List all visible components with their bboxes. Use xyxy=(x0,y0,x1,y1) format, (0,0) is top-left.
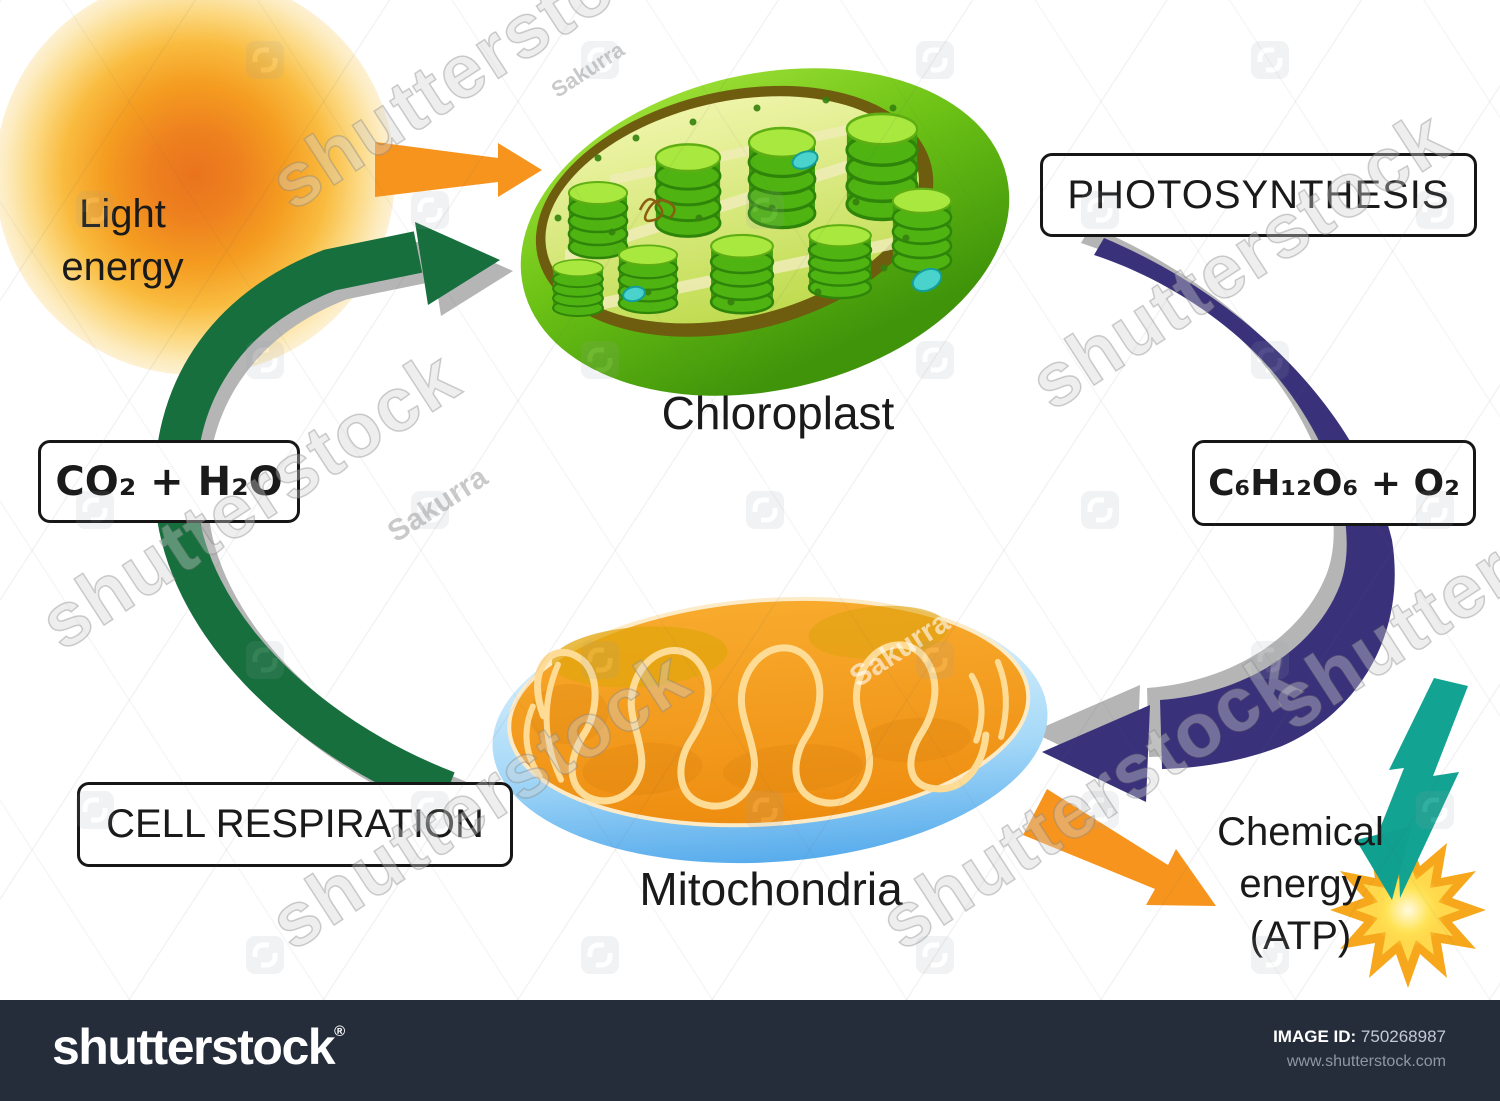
co2-h2o-formula: CO₂ + H₂O xyxy=(55,458,283,505)
light-energy-label: Light energy xyxy=(61,192,184,289)
image-meta: IMAGE ID: 750268987 www.shutterstock.com xyxy=(1273,1026,1446,1072)
chloroplast-label: Chloroplast xyxy=(661,387,895,439)
image-id-value: 750268987 xyxy=(1360,1027,1446,1046)
mitochondria-label: Mitochondria xyxy=(639,863,903,915)
shutterstock-logo: shutterstock® xyxy=(52,1022,345,1072)
shutterstock-logo-text: shutterstock xyxy=(52,1019,336,1075)
footer-bar: shutterstock® IMAGE ID: 750268987 www.sh… xyxy=(0,1000,1500,1101)
glucose-o2-formula: C₆H₁₂O₆ + O₂ xyxy=(1208,462,1460,504)
atp-arrow xyxy=(1023,789,1216,906)
photosynthesis-box: PHOTOSYNTHESIS xyxy=(1040,153,1477,237)
sun-icon xyxy=(0,0,395,375)
cell-respiration-box: CELL RESPIRATION xyxy=(77,782,513,867)
co2-h2o-box: CO₂ + H₂O xyxy=(38,440,300,523)
mitochondria-illustration xyxy=(492,596,1048,864)
image-id-line: IMAGE ID: 750268987 xyxy=(1273,1026,1446,1047)
chloroplast-illustration xyxy=(520,68,1010,396)
registered-mark: ® xyxy=(334,1023,346,1040)
light-arrow xyxy=(375,142,542,197)
photosynthesis-box-label: PHOTOSYNTHESIS xyxy=(1067,172,1450,217)
glucose-o2-box: C₆H₁₂O₆ + O₂ xyxy=(1192,440,1476,526)
cell-respiration-box-label: CELL RESPIRATION xyxy=(106,802,484,846)
lightning-bolt-icon xyxy=(1356,678,1468,900)
chemical-energy-label: Chemical energy (ATP) xyxy=(1217,810,1384,958)
cycle-arrow-photosynthesis xyxy=(1032,226,1395,802)
image-id-label: IMAGE ID: xyxy=(1273,1027,1357,1046)
watermark-url: www.shutterstock.com xyxy=(1286,1053,1446,1071)
